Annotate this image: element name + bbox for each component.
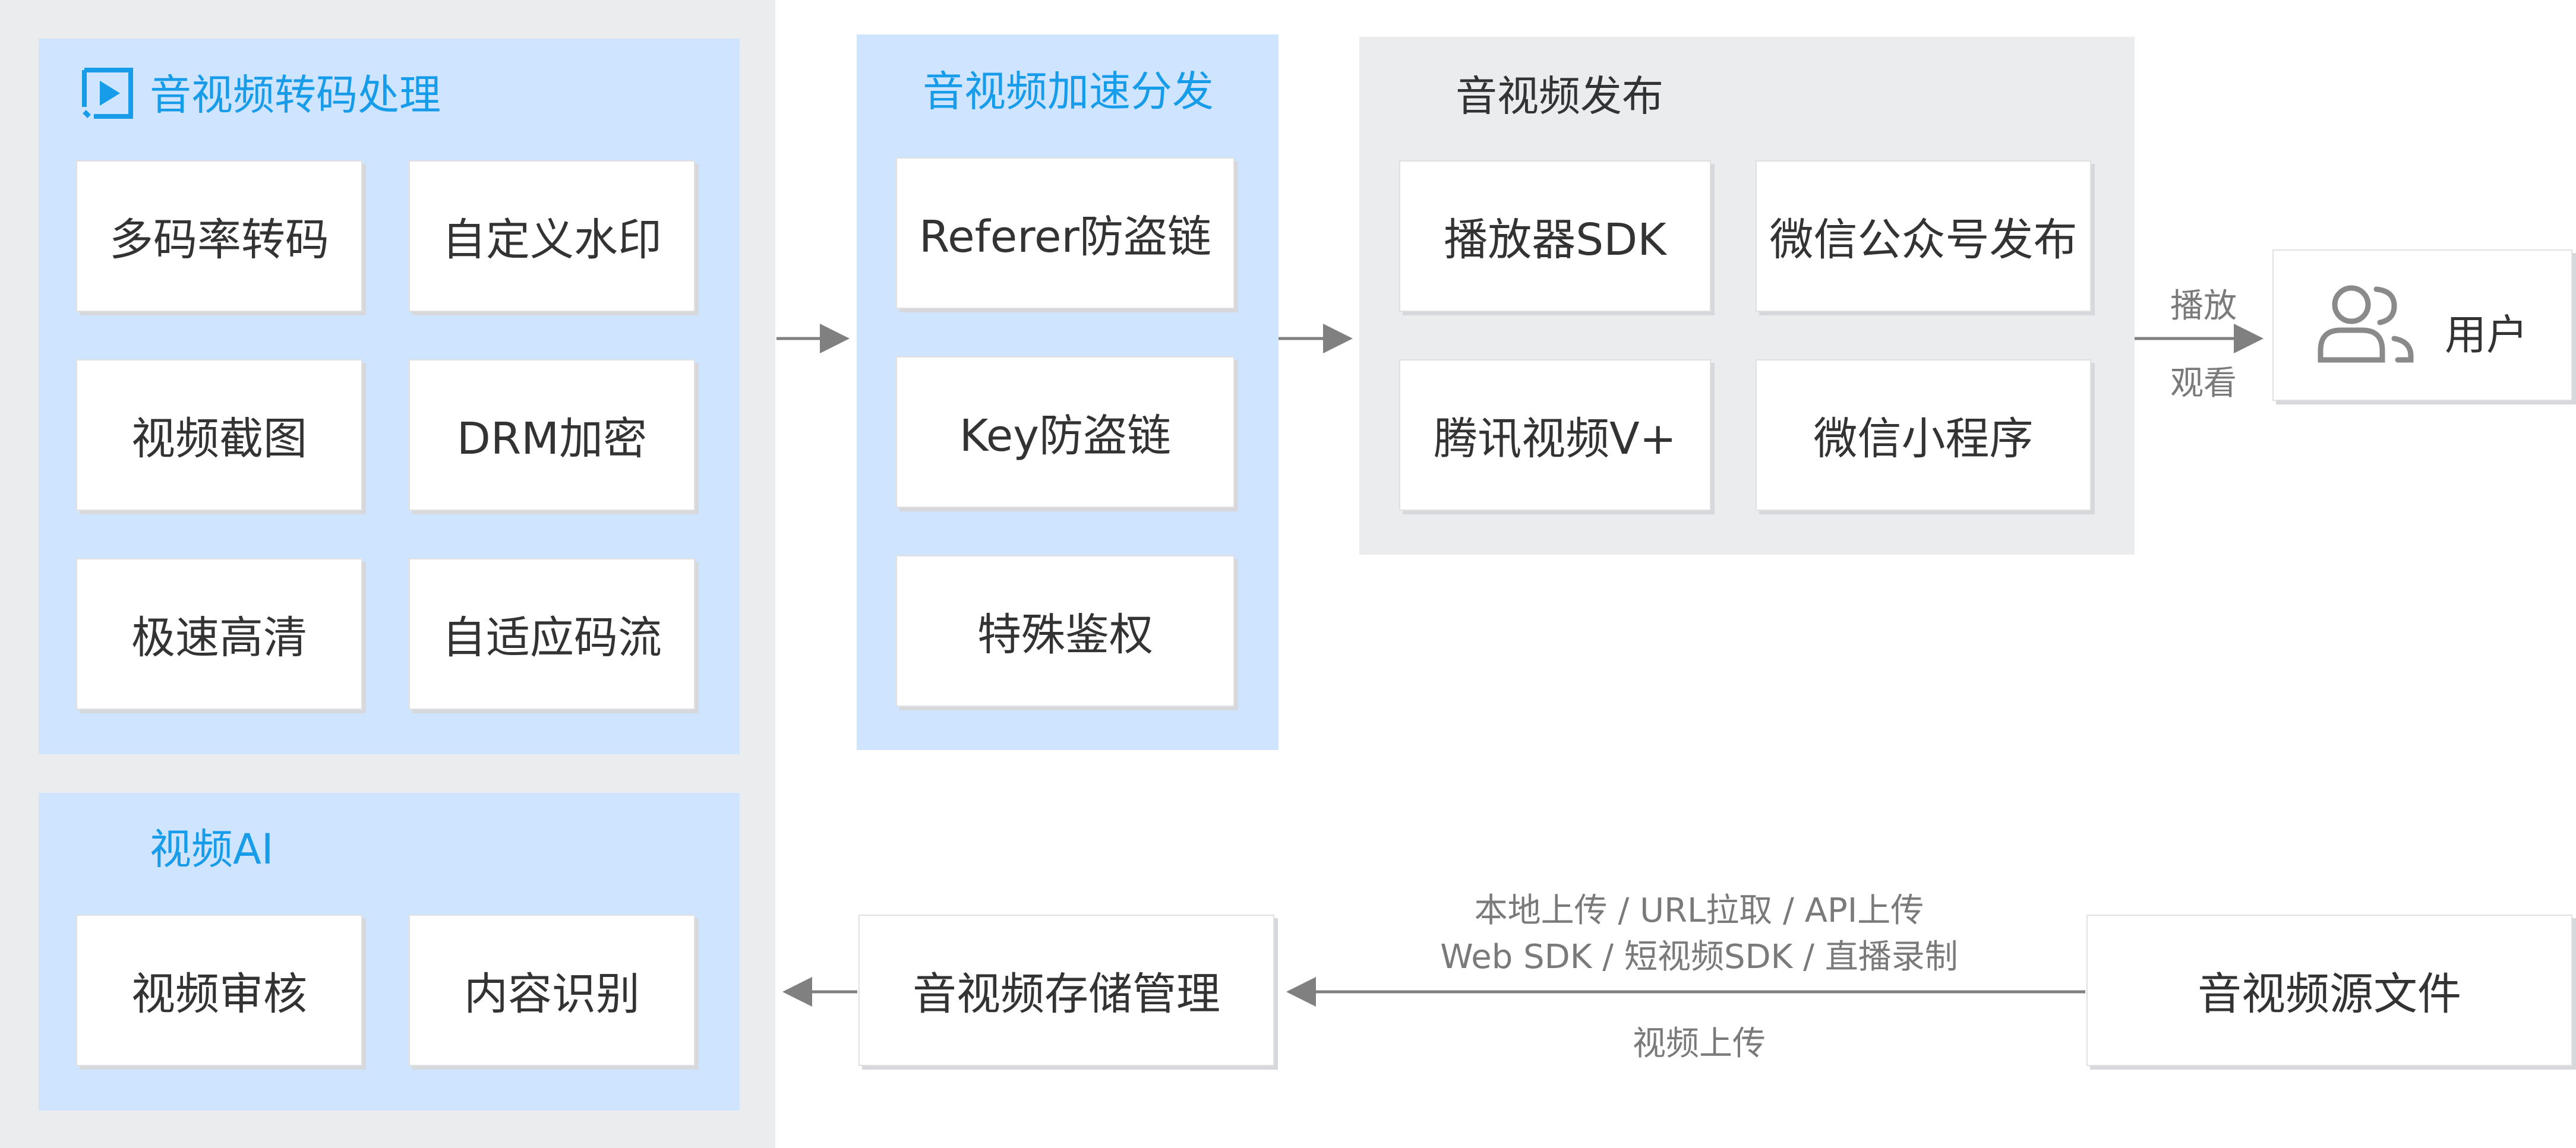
upload-methods-line2: Web SDK / 短视频SDK / 直播录制	[1440, 938, 1958, 976]
video-ai-item-review: 视频审核	[76, 915, 362, 1066]
distribution-title: 音视频加速分发	[923, 67, 1214, 116]
storage-box: 音视频存储管理	[858, 915, 1274, 1066]
distribution-item-referer: Referer防盗链	[896, 157, 1235, 309]
playback-label-play: 播放	[2170, 287, 2237, 325]
video-ai-title: 视频AI	[150, 825, 274, 874]
transcode-item-adaptive: 自适应码流	[409, 558, 695, 710]
user-label: 用户	[2445, 311, 2528, 359]
publish-item-mini-program: 微信小程序	[1756, 359, 2091, 511]
user-box	[2272, 249, 2572, 401]
upload-methods-line1: 本地上传 / URL拉取 / API上传	[1474, 891, 1924, 930]
distribution-item-key: Key防盗链	[896, 356, 1235, 508]
transcode-title: 音视频转码处理	[150, 71, 441, 119]
transcode-item-hd: 极速高清	[76, 558, 362, 710]
publish-item-player-sdk: 播放器SDK	[1399, 160, 1711, 312]
transcode-item-multi-bitrate: 多码率转码	[76, 160, 362, 312]
publish-item-tencent-video: 腾讯视频V+	[1399, 359, 1711, 511]
upload-caption: 视频上传	[1633, 1024, 1766, 1063]
transcode-item-drm: DRM加密	[409, 359, 695, 511]
transcode-item-snapshot: 视频截图	[76, 359, 362, 511]
publish-title: 音视频发布	[1456, 72, 1663, 121]
publish-item-wechat-official: 微信公众号发布	[1756, 160, 2091, 312]
video-ai-item-recognition: 内容识别	[409, 915, 695, 1066]
playback-label-watch: 观看	[2170, 364, 2237, 403]
distribution-item-auth: 特殊鉴权	[896, 555, 1235, 707]
transcode-item-watermark: 自定义水印	[409, 160, 695, 312]
source-box: 音视频源文件	[2086, 915, 2572, 1066]
